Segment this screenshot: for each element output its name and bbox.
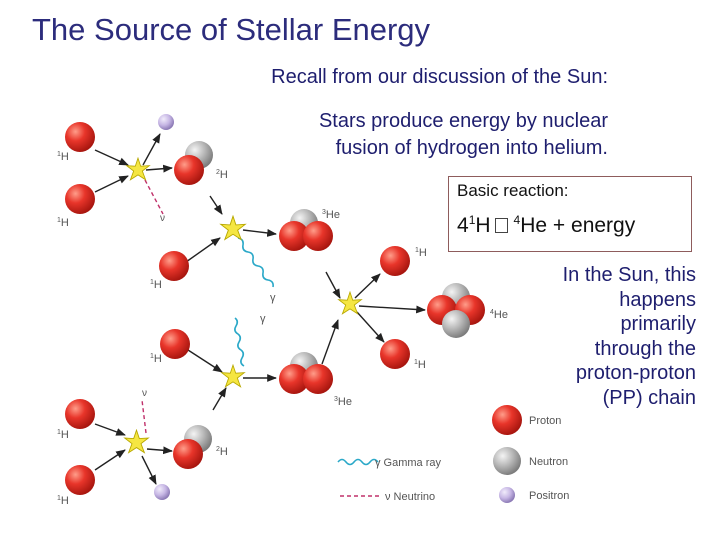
particles (65, 114, 485, 500)
legend-proton-swatch (492, 405, 522, 435)
label-nu: ν (160, 213, 165, 224)
legend-gamma-label: γ Gamma ray (375, 457, 442, 469)
label-h2: 2H (216, 446, 228, 458)
in-sun-line: In the Sun, this (562, 264, 696, 286)
arrow (94, 423, 126, 436)
proton (279, 364, 309, 394)
lhs-mass-number: 1 (468, 213, 476, 227)
gamma-waves (234, 237, 379, 466)
legend-neutrino-label: ν Neutrino (385, 491, 435, 503)
proton (160, 329, 190, 359)
collision-star-icon (221, 364, 245, 388)
arrow (145, 164, 173, 173)
positron (158, 114, 174, 130)
legend-gamma-wave (337, 458, 379, 466)
label-h2: 2H (216, 169, 228, 181)
arrow (242, 229, 277, 237)
arrow (212, 387, 227, 411)
in-sun-line: primarily (620, 313, 696, 335)
in-sun-line: (PP) chain (602, 386, 696, 409)
collision-stars (124, 157, 362, 454)
arrow (142, 133, 161, 166)
legend-neutron-swatch (493, 447, 521, 475)
rhs-mass-number: 4 (513, 213, 521, 227)
label-he3: 3He (322, 209, 340, 221)
proton (65, 122, 95, 152)
stars-text: Stars produce energy by nuclear fusion o… (319, 108, 608, 162)
proton (65, 399, 95, 429)
legend-proton-label: Proton (529, 415, 561, 427)
label-nu: ν (142, 388, 147, 399)
arrow (141, 455, 157, 485)
arrow (356, 311, 385, 343)
label-gamma: γ (270, 292, 276, 304)
legend-positron-swatch (499, 487, 515, 503)
arrow (354, 273, 381, 299)
neutrino-line (144, 179, 164, 215)
label-he3: 3He (334, 396, 352, 408)
label-h1: 1H (150, 353, 162, 365)
proton (380, 339, 410, 369)
arrows (94, 133, 426, 485)
neutrino-lines (141, 179, 380, 497)
gamma-wave (234, 317, 245, 367)
arrow (94, 175, 129, 193)
lhs-element: H (475, 214, 491, 237)
proton (303, 221, 333, 251)
rhs-products: He + energy (520, 214, 636, 237)
recall-text: Recall from our discussion of the Sun: (271, 66, 608, 88)
label-h1: 1H (150, 279, 162, 291)
proton (65, 465, 95, 495)
label-h1: 1H (415, 247, 427, 259)
proton (303, 364, 333, 394)
arrow (325, 271, 341, 299)
neutrino-line (141, 399, 147, 434)
proton (173, 439, 203, 469)
slide-title: The Source of Stellar Energy (32, 12, 431, 47)
arrow (209, 195, 223, 215)
proton (65, 184, 95, 214)
gamma-wave (237, 237, 274, 288)
stars-text-line: fusion of hydrogen into helium. (335, 137, 608, 159)
label-h1: 1H (57, 495, 69, 507)
arrow (94, 449, 126, 471)
in-sun-line: proton-proton (575, 362, 696, 384)
arrow (187, 349, 223, 373)
collision-star-icon (220, 215, 246, 240)
legend: γ Gamma ray ν Neutrino Proton Neutron Po… (375, 405, 569, 503)
basic-reaction-label: Basic reaction: (457, 181, 569, 200)
collision-star-icon (124, 429, 149, 454)
proton (174, 155, 204, 185)
stars-text-line: Stars produce energy by nuclear (318, 110, 608, 132)
proton (159, 251, 189, 281)
lhs-coefficient: 4 (457, 214, 469, 237)
label-he4: 4He (490, 309, 508, 321)
in-sun-line: happens (619, 288, 696, 311)
label-h1: 1H (414, 359, 426, 371)
label-gamma: γ (260, 313, 266, 325)
arrow (146, 446, 173, 455)
positron (154, 484, 170, 500)
legend-neutron-label: Neutron (529, 456, 568, 468)
particle-labels: 1H 1H 2H ν 3He 1H γ 1H 4He γ 1H 1H 3He ν… (57, 151, 508, 507)
arrow (321, 319, 339, 365)
proton (380, 246, 410, 276)
label-h1: 1H (57, 429, 69, 441)
arrow-glyph-box-icon (494, 218, 508, 233)
label-h1: 1H (57, 217, 69, 229)
proton (279, 221, 309, 251)
arrow (185, 237, 221, 263)
in-sun-line: through the (594, 337, 696, 360)
neutron (442, 310, 470, 338)
in-sun-text: In the Sun, this happens primarily throu… (563, 263, 696, 410)
arrow (358, 305, 426, 314)
legend-positron-label: Positron (529, 490, 569, 502)
label-h1: 1H (57, 151, 69, 163)
collision-star-icon (126, 157, 150, 181)
arrow (94, 149, 129, 166)
